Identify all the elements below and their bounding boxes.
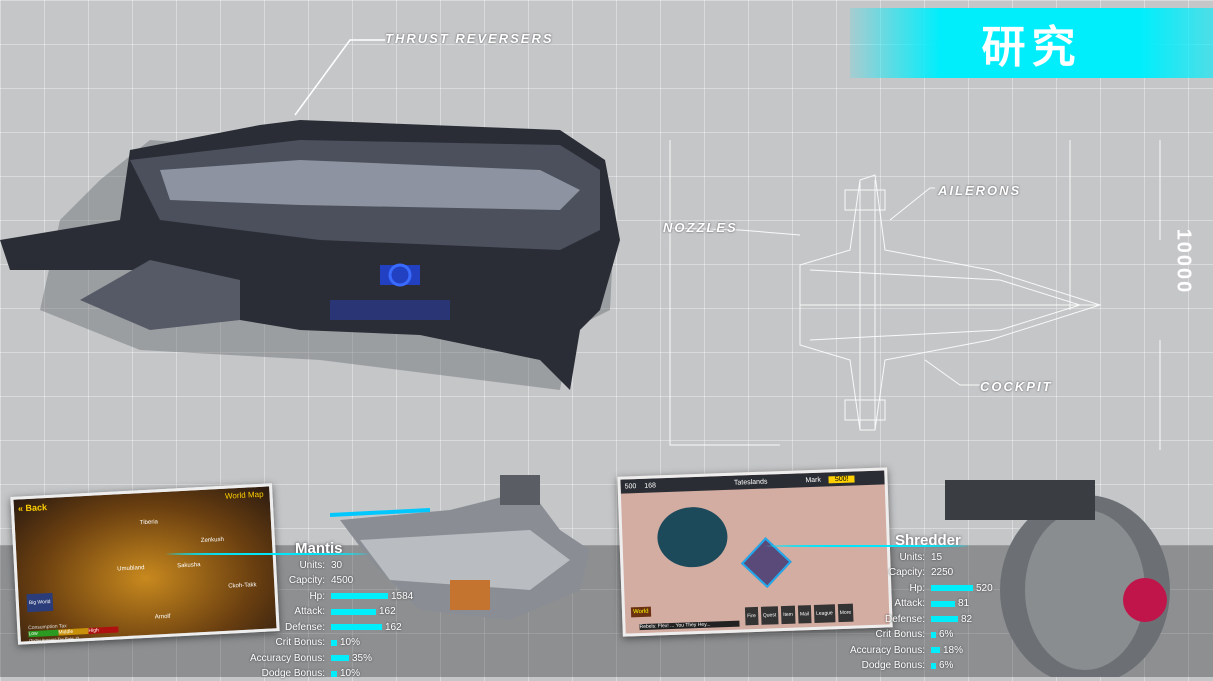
stat-value: 30	[331, 559, 343, 571]
stat-label: Attack:	[894, 598, 925, 609]
stat-value: 82	[931, 614, 972, 625]
stat-value: 162	[331, 606, 396, 617]
stat-label: Defense:	[884, 613, 925, 625]
stat-value: 15	[931, 551, 943, 563]
stat-label: Crit Bonus:	[875, 629, 925, 640]
map-place: Arnolf	[154, 613, 171, 621]
dimension-label: 10000	[1172, 228, 1195, 295]
map-place: Tiberia	[139, 519, 159, 527]
stat-bar	[331, 670, 337, 677]
stat-bar	[931, 647, 940, 653]
stat-bar	[331, 608, 376, 615]
stat-label: Accuracy Bonus:	[249, 652, 325, 664]
stat-label: Crit Bonus:	[275, 637, 325, 648]
title-banner: 研究	[850, 8, 1213, 78]
stat-bar	[931, 600, 955, 607]
stat-value: 6%	[931, 660, 953, 671]
stat-value: 520	[931, 583, 993, 594]
stat-label: Attack:	[294, 606, 325, 617]
stat-value: 6%	[931, 629, 953, 640]
stat-value: 2250	[931, 567, 954, 578]
unit-name: Shredder	[895, 532, 961, 549]
stat-value: 162	[331, 622, 402, 633]
map-place: Sakusha	[177, 562, 201, 570]
label-ailerons: AILERONS	[938, 183, 1022, 198]
world-map-screenshot: « Back World Map Tiberia Zenkush Sakusha…	[10, 483, 280, 645]
stat-bar	[931, 616, 958, 622]
unit-name: Mantis	[295, 540, 343, 557]
stat-value: 81	[931, 598, 969, 609]
label-thrust-reversers: THRUST REVERSERS	[385, 31, 554, 46]
stat-bar	[331, 655, 349, 661]
stat-label: Capcity:	[288, 575, 325, 586]
stat-value: 18%	[931, 645, 963, 656]
stat-label: Defense:	[284, 621, 325, 633]
mantis-tank-illustration	[330, 475, 590, 620]
stat-bar	[931, 631, 936, 638]
stat-bar	[331, 593, 388, 599]
stat-value: 10%	[331, 637, 360, 648]
stat-value: 4500	[331, 575, 354, 586]
stat-label: Dodge Bonus:	[861, 660, 925, 671]
world-button: World	[630, 606, 651, 618]
stat-bar	[931, 662, 936, 669]
stat-bar	[931, 585, 973, 591]
stat-value: 1584	[331, 591, 413, 602]
shredder-illustration	[945, 480, 1170, 677]
big-world-button: Big World	[26, 592, 53, 613]
stat-label: Hp:	[909, 582, 925, 594]
stat-label: Units:	[299, 559, 325, 571]
page-title: 研究	[981, 22, 1082, 73]
stat-label: Hp:	[309, 590, 325, 602]
battleship-illustration	[0, 39, 620, 390]
blueprint-drawing	[669, 140, 1161, 450]
stat-label: Capcity:	[888, 567, 925, 578]
stat-label: Units:	[899, 551, 925, 563]
stat-label: Dodge Bonus:	[261, 668, 325, 679]
world-map-title: World Map	[224, 489, 264, 501]
label-nozzles: NOZZLES	[663, 220, 738, 235]
stat-label: Accuracy Bonus:	[849, 644, 925, 656]
map-place: Ckoh-Takk	[228, 582, 257, 590]
stat-bar	[331, 624, 382, 630]
stat-value: 35%	[331, 653, 372, 664]
stat-bar	[331, 639, 337, 646]
chat-line: Rebels: Flex! ... You They Hey...	[639, 620, 740, 631]
stat-value: 10%	[331, 668, 360, 679]
map-place: Zenkush	[200, 536, 225, 545]
back-button: « Back	[17, 502, 48, 514]
map-place: Umubland	[117, 565, 145, 573]
label-cockpit: COCKPIT	[980, 379, 1053, 394]
